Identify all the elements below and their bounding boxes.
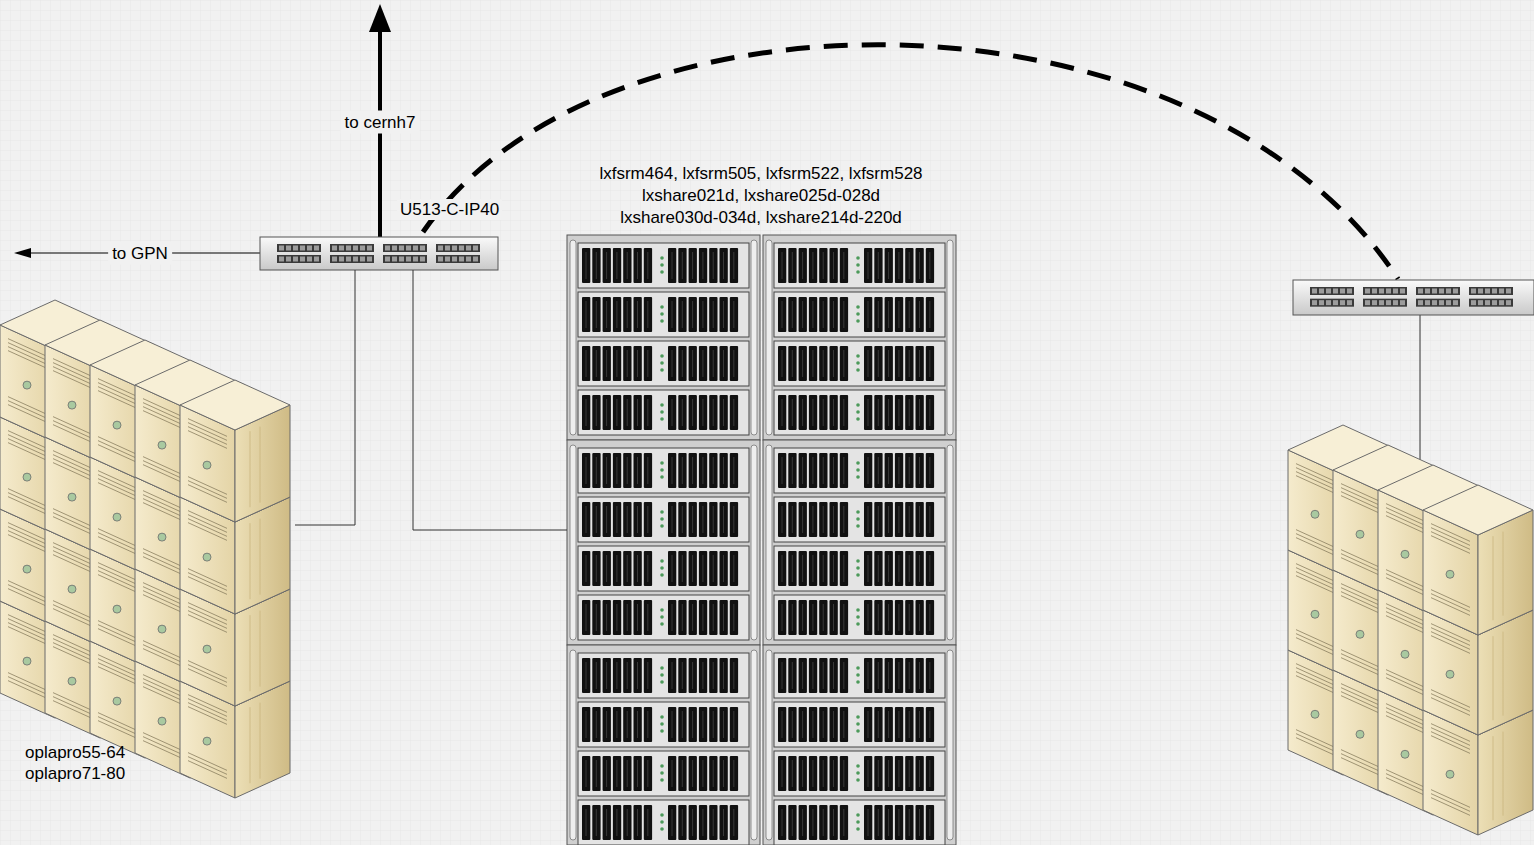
node-label: lxshare021d, lxshare025d-028d: [537, 185, 985, 206]
diagram-node: oplapro55-64 oplapro71-80: [0, 295, 295, 800]
disk-enclosure: [567, 235, 760, 440]
disk-enclosure: [567, 645, 760, 845]
server-tower: [180, 380, 290, 522]
disk-enclosure: [763, 645, 956, 845]
node-label: lxshare030d-034d, lxshare214d-220d: [537, 207, 985, 228]
network-switch: [260, 237, 498, 270]
server-tower: [1423, 485, 1533, 635]
disk-enclosure: [567, 440, 760, 645]
network-link: [413, 270, 567, 530]
node-label: U513-C-IP40: [397, 199, 502, 220]
diagram-node: lxfsrm464, lxfsrm505, lxfsrm522, lxfsrm5…: [567, 235, 955, 845]
switch-to-servers-wire: [1420, 315, 1421, 470]
gpn-arrow-head: [14, 248, 31, 258]
network-switch: [1293, 280, 1534, 315]
arrow-label: to cernh7: [341, 111, 420, 134]
arrow-label: to GPN: [108, 242, 172, 265]
network-link: [295, 270, 355, 525]
diagram-node: U513-C-IP40: [260, 237, 498, 270]
uplink-arrow-head: [369, 4, 391, 32]
node-label: oplapro55-64 oplapro71-80: [25, 742, 150, 784]
disk-enclosure: [763, 235, 956, 440]
disk-enclosure: [763, 440, 956, 645]
node-label: lxfsrm464, lxfsrm505, lxfsrm522, lxfsrm5…: [537, 163, 985, 184]
